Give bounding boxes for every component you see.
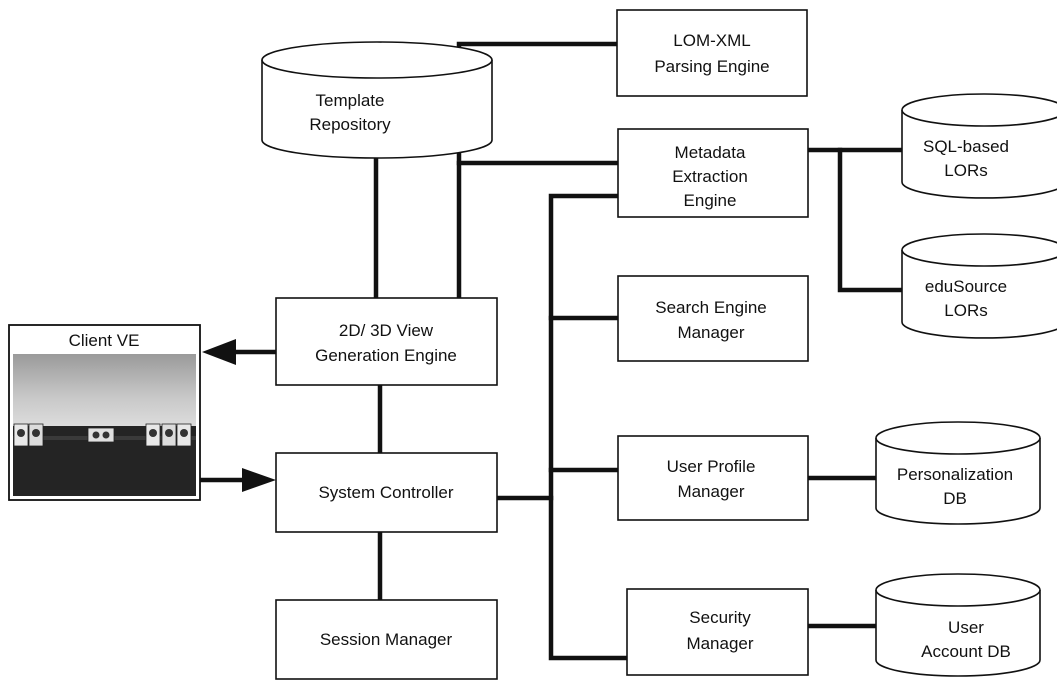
template-repository-line-2: Repository [309, 115, 391, 134]
arrow-client-to-controller-head [242, 468, 276, 492]
user-profile-manager-box: User Profile Manager [617, 435, 809, 521]
metadata-line-3: Engine [684, 191, 737, 210]
user-profile-line-2: Manager [677, 482, 744, 501]
search-manager-line-1: Search Engine [655, 298, 767, 317]
view-generation-engine-box: 2D/ 3D View Generation Engine [275, 297, 498, 386]
scene-object-right [145, 423, 192, 447]
user-account-db-line-1: User [948, 618, 984, 637]
edusource-lors-cylinder: eduSource LORs [901, 233, 1057, 339]
user-account-db-line-2: Account DB [921, 642, 1011, 661]
scene-object-left [13, 423, 44, 447]
connector-bus-trunk [548, 193, 630, 661]
personalization-db-cylinder: Personalization DB [875, 421, 1041, 525]
sql-lors-line-2: LORs [944, 161, 987, 180]
connector-view-to-lom-xml [456, 41, 620, 301]
template-repository-cylinder: Template Repository [261, 41, 493, 159]
search-engine-manager-box: Search Engine Manager [617, 275, 809, 362]
user-profile-line-1: User Profile [667, 457, 756, 476]
lom-xml-parsing-engine-box: LOM-XML Parsing Engine [616, 9, 808, 97]
security-manager-line-2: Manager [686, 634, 753, 653]
metadata-line-2: Extraction [672, 167, 748, 186]
sql-lors-line-1: SQL-based [923, 137, 1009, 156]
edusource-lors-line-2: LORs [944, 301, 987, 320]
view-engine-line-2: Generation Engine [315, 346, 457, 365]
metadata-line-1: Metadata [675, 143, 746, 162]
connector-metadata-to-edusource-lors [837, 147, 905, 293]
system-controller-label: System Controller [318, 483, 453, 502]
sql-lors-cylinder: SQL-based LORs [901, 93, 1057, 199]
search-manager-line-2: Manager [677, 323, 744, 342]
client-ve-panel: Client VE [8, 324, 201, 501]
client-ve-title: Client VE [69, 331, 140, 350]
connectors [197, 41, 905, 661]
arrow-view-to-client-head [202, 339, 236, 365]
session-manager-box: Session Manager [275, 599, 498, 680]
client-ve-scene-image [13, 354, 196, 496]
system-controller-box: System Controller [275, 452, 498, 533]
security-manager-box: Security Manager [626, 588, 809, 676]
lom-xml-line-2: Parsing Engine [654, 57, 769, 76]
scene-object-center [87, 427, 115, 443]
view-engine-line-1: 2D/ 3D View [339, 321, 434, 340]
lom-xml-line-1: LOM-XML [673, 31, 750, 50]
user-account-db-cylinder: User Account DB [875, 573, 1041, 677]
edusource-lors-line-1: eduSource [925, 277, 1007, 296]
metadata-extraction-engine-box: Metadata Extraction Engine [617, 128, 809, 218]
personalization-db-line-1: Personalization [897, 465, 1013, 484]
template-repository-line-1: Template [316, 91, 385, 110]
personalization-db-line-2: DB [943, 489, 967, 508]
session-manager-label: Session Manager [320, 630, 453, 649]
security-manager-line-1: Security [689, 608, 751, 627]
